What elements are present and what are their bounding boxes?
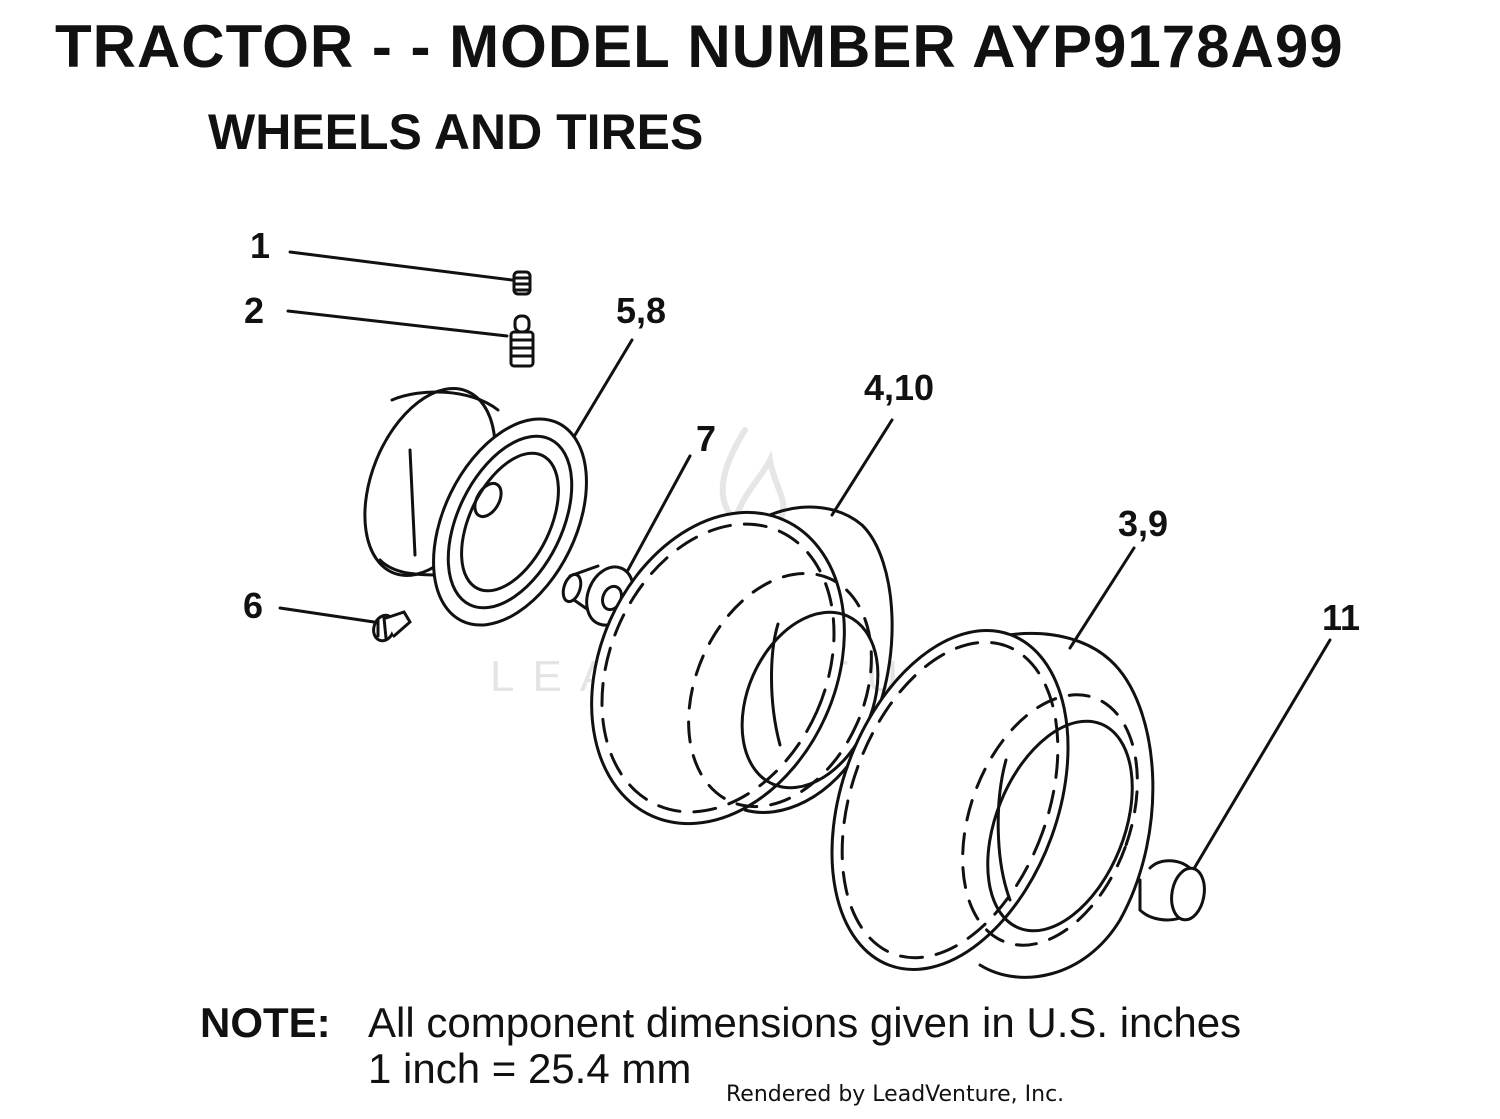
callout-7: 7 [696,418,716,459]
callout-5-8: 5,8 [616,290,666,331]
part-2-valve-stem[interactable] [286,309,535,368]
render-credit: Rendered by LeadVenture, Inc. [726,1082,1065,1107]
note-block: NOTE: All component dimensions given in U… [200,1000,1241,1092]
section-subtitle: WHEELS AND TIRES [208,104,704,160]
page-title: TRACTOR - - MODEL NUMBER AYP9178A99 [55,13,1344,80]
part-3-9-rear-tire[interactable] [788,546,1169,1002]
note-line-1: All component dimensions given in U.S. i… [368,999,1242,1046]
callout-6: 6 [243,585,263,626]
part-6-lug-bolt[interactable] [278,606,412,644]
callout-2: 2 [244,290,264,331]
callout-11: 11 [1322,597,1360,638]
callout-4-10: 4,10 [864,367,934,408]
part-1-valve-cap[interactable] [288,250,532,296]
callout-3-9: 3,9 [1118,503,1168,544]
note-line-2: 1 inch = 25.4 mm [368,1045,692,1092]
callout-1: 1 [250,225,270,266]
part-11-axle-bushing[interactable] [1138,638,1332,922]
part-4-10-front-tire[interactable] [544,418,906,864]
note-label: NOTE: [200,999,331,1046]
part-5-8-wheel-rim[interactable] [340,338,634,650]
